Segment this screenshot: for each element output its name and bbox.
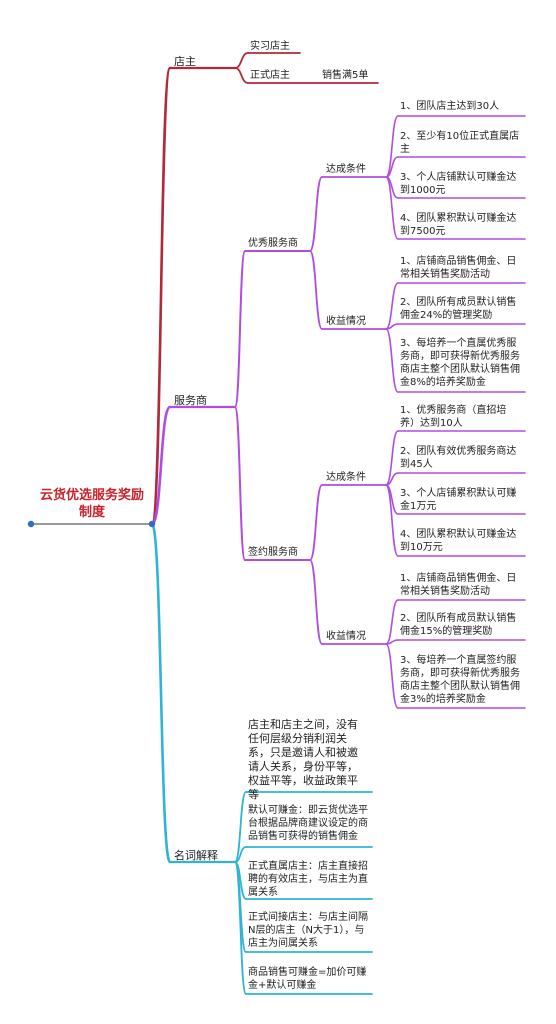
connector-qianyue-shouyi-3: [385, 643, 399, 709]
root-right-dot: [148, 520, 156, 528]
connector-dianzhu-shixi: [234, 52, 249, 69]
qianyue-dacheng-item-1: 1、优秀服务商（直招培养）达到10人: [400, 405, 507, 429]
qianyue-shouyi-item-2: 2、团队所有成员默认销售佣金15%的管理奖励: [400, 613, 517, 637]
node-youxiu-dacheng: 达成条件: [326, 164, 366, 175]
connector-qianyue-shouyi-2: [385, 639, 399, 645]
connector-root-mingci: [150, 522, 172, 864]
mingci-item-1: 店主和店主之间，没有任何层级分销利润关系，只是邀请人和被邀请人关系，身份平等，权…: [248, 718, 358, 801]
connector-mingci-1: [234, 791, 247, 863]
connector-qianyue-shouyi-1: [385, 599, 399, 645]
connector-dianzhu-zhengshi: [234, 67, 249, 84]
youxiu-dacheng-item-1: 1、团队店主达到30人: [400, 101, 500, 112]
node-dianzhu: 店主: [174, 55, 196, 68]
node-xiaoshou-note: 销售满5单: [322, 70, 369, 81]
connector-youxiu-dacheng-1: [385, 115, 399, 178]
connector-qianyue-dacheng: [309, 484, 323, 561]
youxiu-dacheng-item-4: 4、团队累积默认可赚金达到7500元: [400, 213, 517, 237]
node-fuwushang: 服务商: [174, 394, 207, 407]
connector-qianyue-dacheng-4: [385, 484, 399, 557]
connector-fuwushang-youxiu: [234, 250, 246, 408]
connector-youxiu-dacheng-2: [385, 156, 399, 178]
node-youxiu-shouyi: 收益情况: [326, 316, 366, 327]
connector-youxiu-shouyi-3: [385, 328, 399, 393]
youxiu-shouyi-item-2: 2、团队所有成员默认销售佣金24%的管理奖励: [400, 297, 517, 321]
qianyue-shouyi-item-3: 3、每培养一个直属签约服务商，即可获得新优秀服务商店主整个团队默认销售佣金3%的…: [400, 655, 520, 705]
node-shixi-dianzhu: 实习店主: [250, 41, 290, 52]
qianyue-dacheng-item-2: 2、团队有效优秀服务商达到45人: [400, 446, 517, 470]
qianyue-shouyi-item-1: 1、店铺商品销售佣金、日常相关销售奖励活动: [400, 573, 517, 597]
mingci-item-5: 商品销售可赚金=加价可赚金+默认可赚金: [248, 967, 367, 991]
youxiu-shouyi-item-3: 3、每培养一个直属优秀服务商，即可获得新优秀服务商店主整个团队默认销售佣金8%的…: [400, 338, 520, 388]
connector-root-dianzhu: [150, 66, 172, 526]
node-qianyue-shouyi: 收益情况: [326, 631, 366, 642]
qianyue-dacheng-item-3: 3、个人店铺累积默认可赚金1万元: [400, 488, 517, 512]
connector-youxiu-dacheng-4: [385, 176, 399, 240]
node-zhengshi-dianzhu: 正式店主: [250, 70, 290, 81]
mingci-item-2: 默认可赚金：即云货优选平台根据品牌商建议设定的商品销售可获得的销售佣金: [248, 805, 368, 842]
root-title-line2: 制度: [78, 505, 105, 520]
node-mingci-jieshi: 名词解释: [174, 849, 218, 862]
root-left-dot: [27, 520, 35, 528]
connector-fuwushang-qianyue: [234, 406, 246, 561]
youxiu-dacheng-item-3: 3、个人店铺默认可赚金达到1000元: [400, 172, 517, 196]
connector-youxiu-shouyi-2: [385, 323, 399, 330]
root-node-title: 云货优选服务奖励 制度: [36, 487, 148, 521]
youxiu-dacheng-item-2: 2、至少有10位正式直属店主: [400, 131, 520, 155]
node-qianyue-dacheng: 达成条件: [326, 472, 366, 483]
connector-youxiu-shouyi: [309, 250, 323, 330]
connector-qianyue-shouyi: [309, 559, 323, 645]
root-title-line1: 云货优选服务奖励: [39, 488, 144, 503]
node-youxiu-fuwushang: 优秀服务商: [248, 238, 298, 249]
node-qianyue-fuwushang: 签约服务商: [248, 547, 298, 558]
connector-qianyue-dacheng-1: [385, 430, 399, 486]
qianyue-dacheng-item-4: 4、团队累积默认可赚金达到10万元: [400, 529, 517, 553]
youxiu-shouyi-item-1: 1、店铺商品销售佣金、日常相关销售奖励活动: [400, 256, 517, 280]
mingci-item-4: 正式间接店主：与店主间隔N层的店主（N大于1），与店主为间属关系: [248, 912, 368, 949]
mingci-item-3: 正式直属店主：店主直接招聘的有效店主，与店主为直属关系: [248, 861, 368, 898]
connector-youxiu-dacheng: [309, 176, 323, 252]
connector-youxiu-shouyi-1: [385, 282, 399, 330]
connector-root-fuwushang: [150, 405, 172, 526]
connector-mingci-5: [234, 861, 247, 995]
